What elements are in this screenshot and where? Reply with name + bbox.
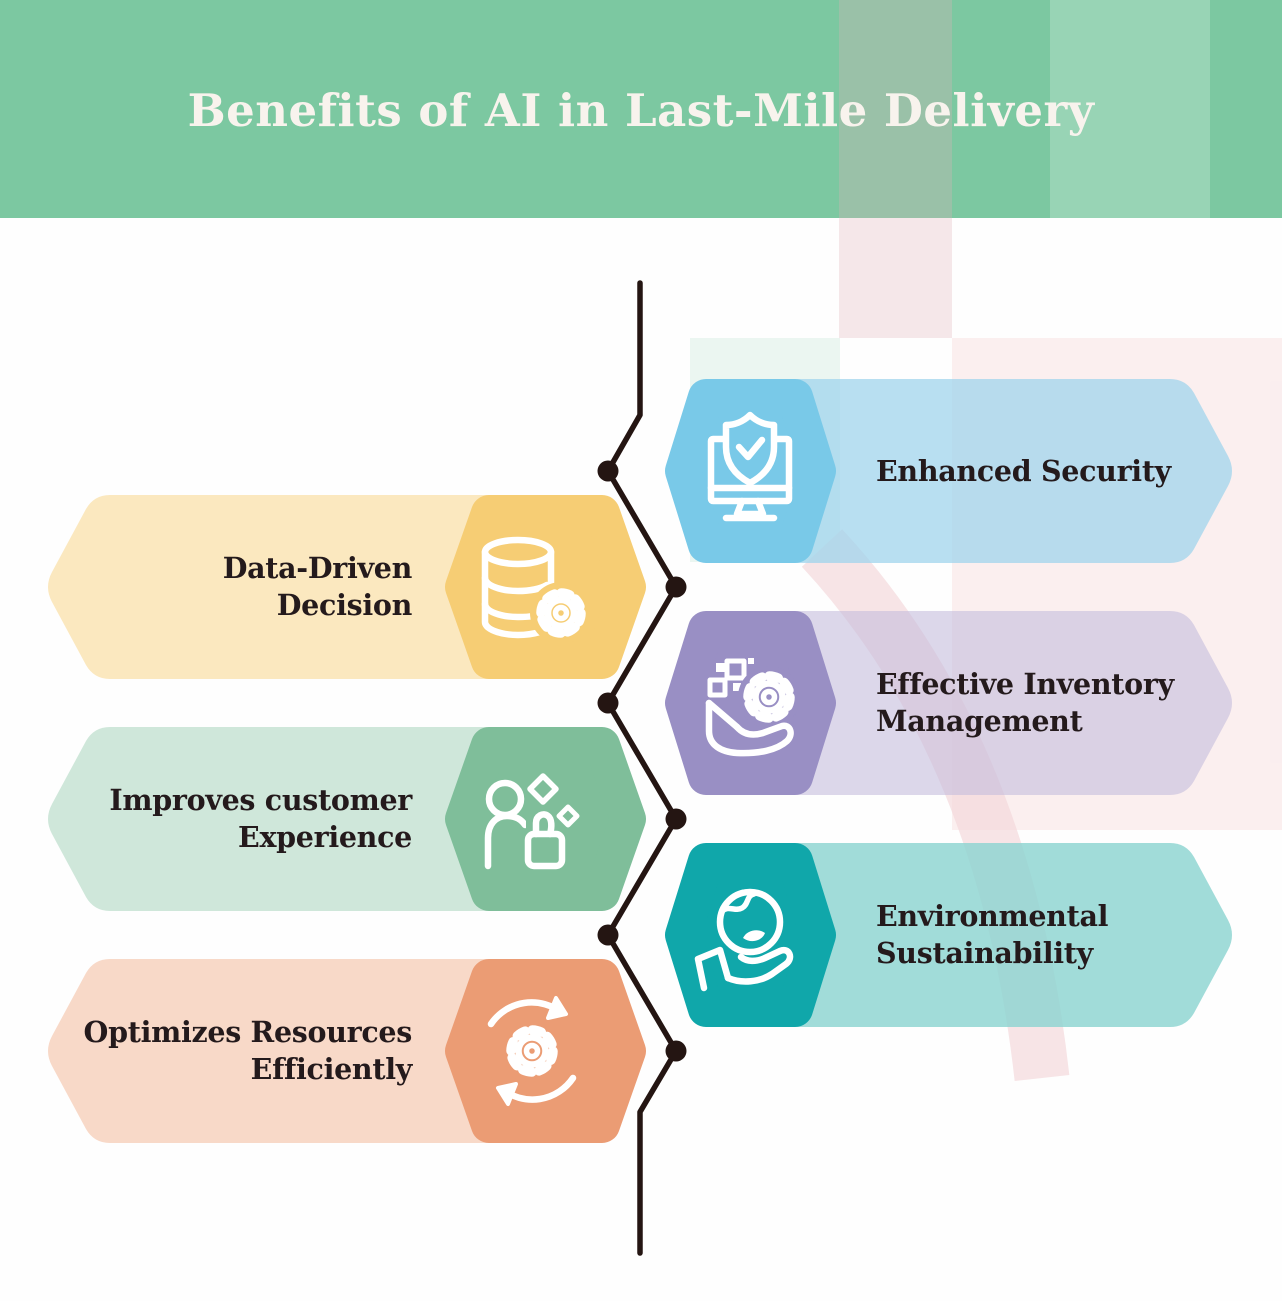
item-label-line2: Management — [876, 704, 1083, 738]
monitor-shield-icon — [707, 411, 793, 522]
banner-shape — [48, 959, 558, 1143]
gear-refresh-icon — [487, 996, 577, 1106]
item-enhanced-security — [665, 379, 1232, 563]
deco-light-column — [1050, 0, 1210, 218]
item-label-line1: Improves customer — [109, 783, 412, 817]
item-data-driven-decision — [48, 495, 646, 679]
item-label-line1: Data-Driven — [222, 551, 413, 585]
item-label-line1: Enhanced Security — [876, 453, 1171, 488]
item-label: Enhanced Security — [876, 423, 1256, 519]
hand-gear-icon — [705, 658, 800, 757]
item-label-line1: Optimizes Resources — [83, 1015, 413, 1049]
item-label-line2: Decision — [276, 588, 413, 622]
item-label-line1: Environmental — [876, 899, 1109, 933]
database-gear-icon — [481, 536, 592, 644]
header-band: Benefits of AI in Last-Mile Delivery — [0, 0, 1282, 218]
item-label-line2: Sustainability — [876, 936, 1093, 970]
hand-globe-icon — [694, 888, 794, 992]
banner-shape — [755, 379, 1232, 563]
person-thumbsup-icon — [484, 773, 580, 870]
item-label-line2: Experience — [238, 820, 412, 854]
deco-pink-column — [839, 0, 952, 338]
item-label-line2: Efficiently — [250, 1052, 413, 1086]
page-title: Benefits of AI in Last-Mile Delivery — [187, 84, 1095, 137]
banner-shape — [48, 727, 558, 911]
banner-shape — [48, 495, 558, 679]
item-label-line1: Effective Inventory — [876, 667, 1174, 701]
